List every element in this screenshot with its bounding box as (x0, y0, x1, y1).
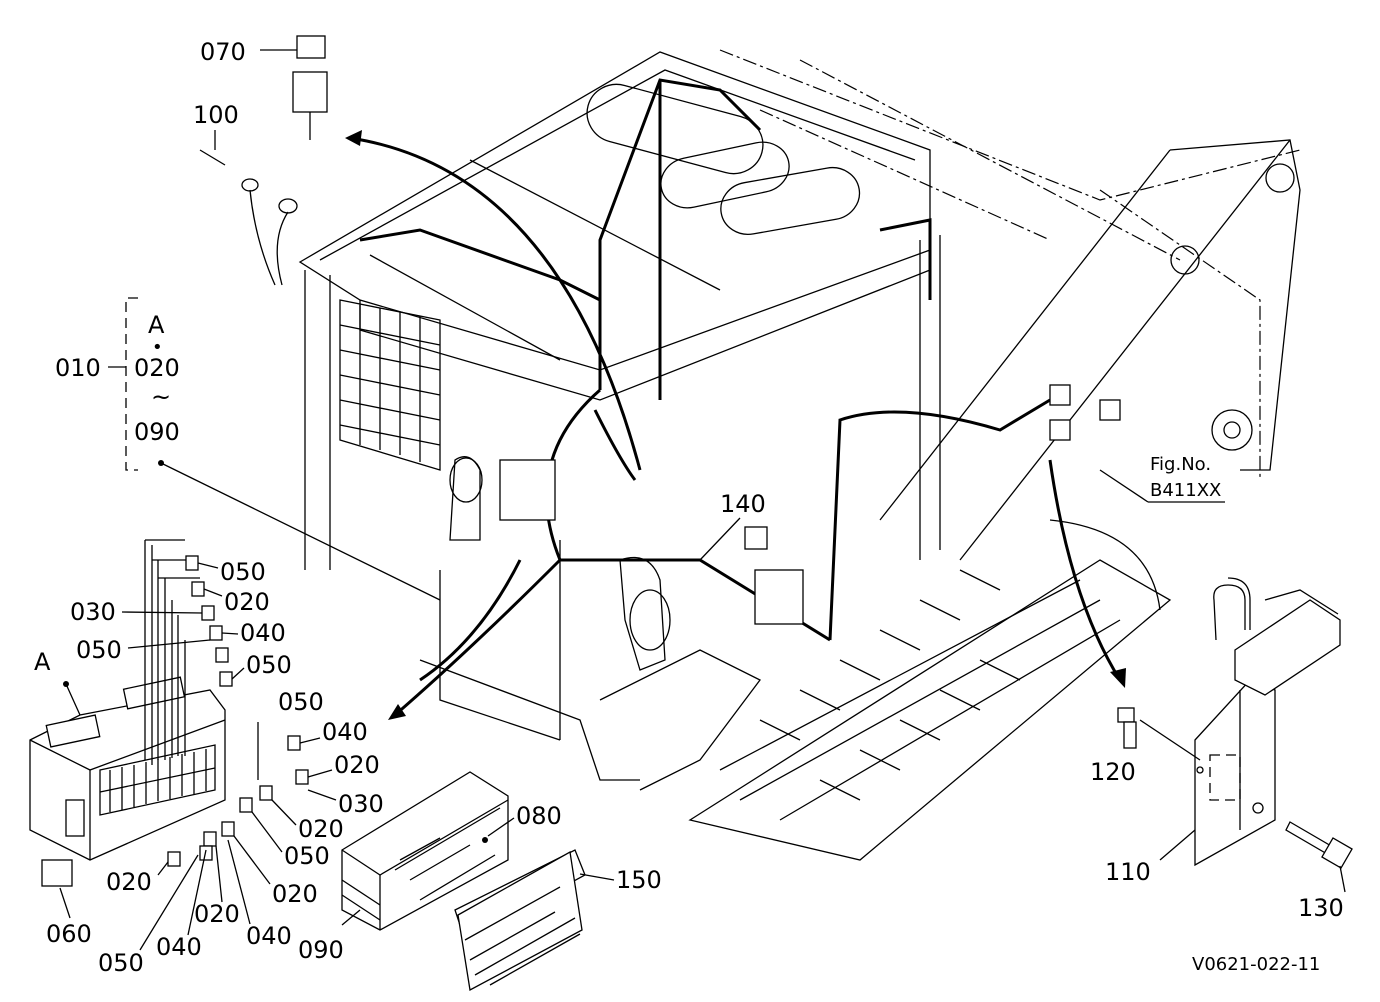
label-020-d: 020 (106, 868, 152, 896)
label-040-a: 040 (240, 619, 286, 647)
relay-bracket-right (1049, 384, 1121, 441)
label-070: 070 (200, 38, 246, 66)
fuse-symbols (41, 555, 309, 887)
label-140: 140 (720, 490, 766, 518)
part-120-bolt: 120 (1090, 707, 1201, 786)
label-060: 060 (46, 920, 92, 948)
label-100: 100 (193, 101, 239, 129)
fuse-labels: 050 020 030 040 050 050 050 040 020 030 … (46, 558, 384, 977)
part-100-bolt: 100 (193, 101, 298, 286)
label-120: 120 (1090, 758, 1136, 786)
label-020-c: 020 (298, 815, 344, 843)
figure-reference: Fig.No. B411XX (1099, 454, 1225, 503)
group-label-020: 020 (134, 354, 180, 382)
label-030-a: 030 (70, 598, 116, 626)
joystick-left (449, 456, 556, 541)
label-050-f: 050 (98, 949, 144, 977)
part-080-fuse-box-cover: 080 090 (298, 771, 562, 964)
label-020-f: 020 (194, 900, 240, 928)
fig-no-label: Fig.No. (1150, 454, 1211, 475)
label-010: 010 (55, 354, 101, 382)
group-label-tilde: ~ (151, 383, 171, 411)
label-050-a: 050 (220, 558, 266, 586)
joystick-right (619, 556, 671, 671)
part-150-label-sheet: 150 (454, 849, 662, 992)
fig-no-value: B411XX (1150, 480, 1221, 501)
group-label-dot: • (152, 337, 163, 358)
label-050-d: 050 (278, 688, 324, 716)
part-110-bracket: 110 (1105, 577, 1341, 886)
label-110: 110 (1105, 858, 1151, 886)
label-fuse-a: A (34, 648, 51, 676)
label-150: 150 (616, 866, 662, 894)
main-harness (359, 78, 1051, 682)
label-040-c: 040 (246, 922, 292, 950)
label-040-b: 040 (322, 718, 368, 746)
group-010-bracket: 010 A • 020 ~ 090 (55, 297, 441, 601)
label-090: 090 (298, 936, 344, 964)
label-020-a: 020 (224, 588, 270, 616)
group-label-090: 090 (134, 418, 180, 446)
label-050-e: 050 (284, 842, 330, 870)
part-140-label: 140 (699, 490, 766, 561)
relay-140 (744, 526, 804, 625)
group-label-a: A (148, 311, 165, 339)
label-050-b: 050 (76, 636, 122, 664)
label-050-c: 050 (246, 651, 292, 679)
label-040-d: 040 (156, 933, 202, 961)
cab-frame-drawing (298, 49, 1301, 861)
label-080: 080 (516, 802, 562, 830)
label-020-e: 020 (272, 880, 318, 908)
label-130: 130 (1298, 894, 1344, 922)
label-020-b: 020 (334, 751, 380, 779)
drawing-code: V0621-022-11 (1192, 954, 1320, 975)
crawler-track (688, 519, 1172, 861)
direction-arrows (345, 130, 1126, 720)
fuse-box-a: A (29, 539, 226, 861)
side-screen-grid (339, 299, 441, 471)
part-070-relay: 070 (200, 35, 328, 140)
label-030-b: 030 (338, 790, 384, 818)
part-130-bolt: 130 (1285, 821, 1353, 922)
